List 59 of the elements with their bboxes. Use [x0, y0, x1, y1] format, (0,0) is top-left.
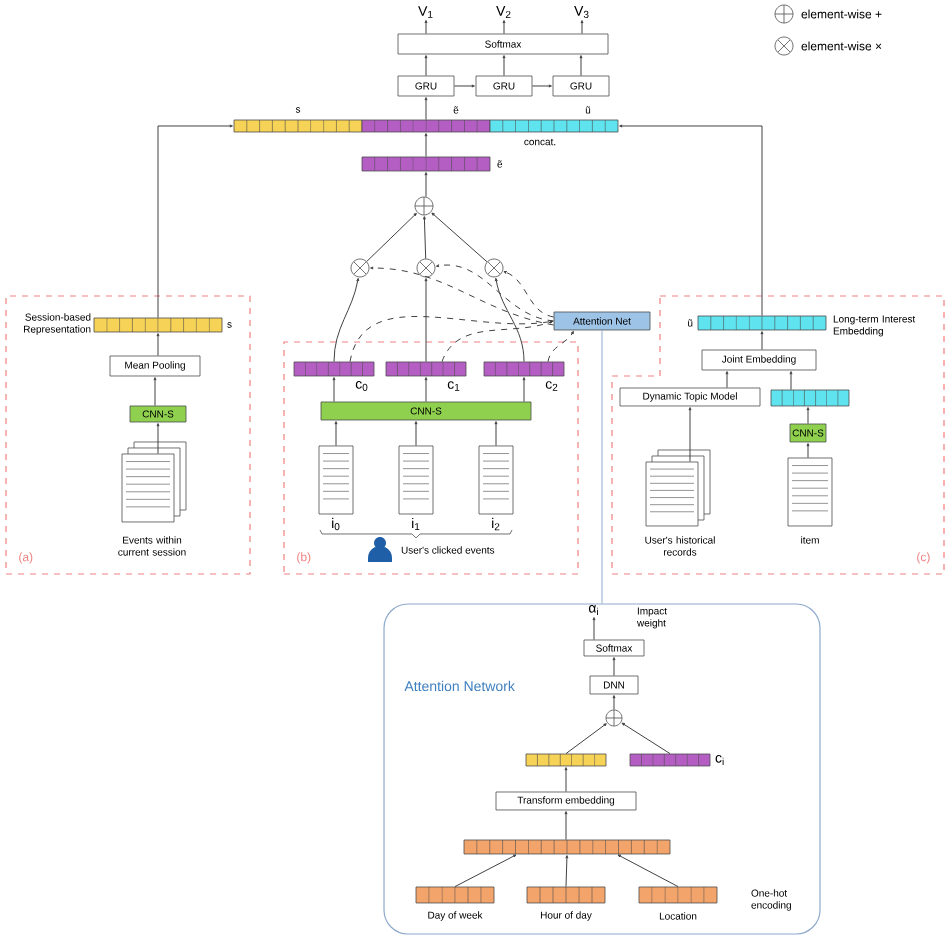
arrow — [503, 271, 555, 318]
arrow — [806, 443, 810, 459]
connector-line — [601, 329, 603, 604]
arrow — [579, 55, 583, 77]
arrow — [424, 172, 428, 198]
arrow — [617, 854, 679, 888]
arrow — [414, 421, 418, 447]
arrow — [612, 695, 616, 711]
arrow — [156, 423, 160, 455]
arrow — [349, 316, 553, 363]
vector-bar — [463, 839, 671, 855]
arrow — [522, 377, 526, 403]
arrow — [366, 212, 417, 262]
arrow — [424, 55, 428, 77]
arrow — [494, 277, 525, 363]
arrow — [725, 371, 729, 389]
operator-circle — [605, 709, 623, 727]
vector-bar — [525, 753, 607, 767]
arrow — [332, 377, 336, 403]
arrow — [592, 617, 596, 641]
arrow — [806, 407, 810, 425]
arrow — [565, 723, 607, 755]
arrow — [564, 767, 568, 793]
arrow — [435, 264, 555, 322]
operator-circle — [414, 196, 434, 216]
arrow — [621, 722, 671, 755]
arrow — [494, 421, 498, 447]
arrow — [157, 124, 233, 319]
arrow — [502, 55, 506, 77]
vector-bar — [770, 389, 850, 407]
arrow — [547, 330, 574, 363]
arrow — [424, 377, 428, 403]
operator-circle — [350, 258, 370, 278]
arrow — [565, 855, 569, 888]
arrow — [441, 320, 553, 363]
arrow — [789, 371, 793, 391]
arrow — [580, 20, 584, 35]
arrow — [424, 19, 428, 35]
arrow — [370, 266, 555, 326]
arrow — [333, 277, 360, 363]
operator-circle — [484, 258, 504, 278]
arrow — [453, 84, 475, 88]
arrow — [424, 133, 428, 158]
arrow — [531, 84, 552, 88]
arrow — [502, 20, 506, 35]
arrow — [688, 407, 692, 463]
arrow — [156, 333, 160, 357]
arrow — [564, 811, 568, 841]
arrow — [424, 97, 428, 121]
arrow — [424, 278, 428, 363]
arrow — [454, 854, 517, 888]
arrow — [334, 421, 338, 447]
arrow — [422, 216, 427, 260]
arrow — [760, 331, 764, 351]
arrow — [431, 212, 488, 263]
operator-circle — [416, 258, 436, 278]
arrow — [619, 124, 763, 317]
arrow — [153, 377, 157, 407]
arrow — [612, 657, 616, 677]
